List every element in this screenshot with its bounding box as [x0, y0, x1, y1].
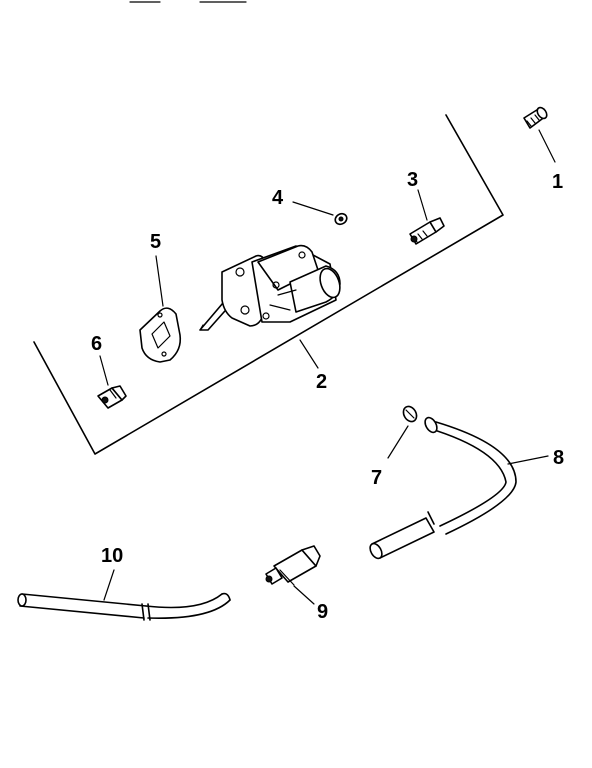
callout-3: 3	[407, 169, 418, 191]
leader-line-3	[417, 189, 428, 221]
leader-line-5	[155, 255, 164, 307]
gasket-part	[139, 307, 182, 363]
hose-clamp-part	[402, 405, 418, 423]
callout-8: 8	[553, 447, 564, 469]
leader-line-9	[293, 585, 315, 605]
nut-part	[334, 212, 348, 226]
leader-line-6	[99, 355, 109, 386]
callout-2: 2	[316, 371, 327, 393]
fuel-pump-part	[199, 244, 341, 331]
leader-line-1	[538, 129, 556, 163]
fuel-hose-part	[369, 416, 517, 560]
callout-9: 9	[317, 601, 328, 623]
callout-5: 5	[150, 231, 161, 253]
callout-6: 6	[91, 333, 102, 355]
bolt-part	[523, 106, 548, 129]
leader-line-10	[103, 569, 115, 601]
leader-line-8	[507, 455, 549, 465]
leader-line-2	[299, 339, 319, 369]
callout-1: 1	[552, 171, 563, 193]
leader-line-7	[387, 425, 409, 459]
leader-line-4	[292, 201, 334, 216]
callout-4: 4	[272, 187, 284, 209]
callout-10: 10	[101, 545, 123, 567]
fuel-filter-part	[265, 545, 321, 586]
callout-7: 7	[371, 467, 382, 489]
assembly-bracket-outline	[33, 114, 504, 455]
fuel-line-hose-part	[17, 592, 231, 621]
elbow-fitting-part	[97, 385, 127, 409]
fitting-part	[409, 217, 445, 245]
